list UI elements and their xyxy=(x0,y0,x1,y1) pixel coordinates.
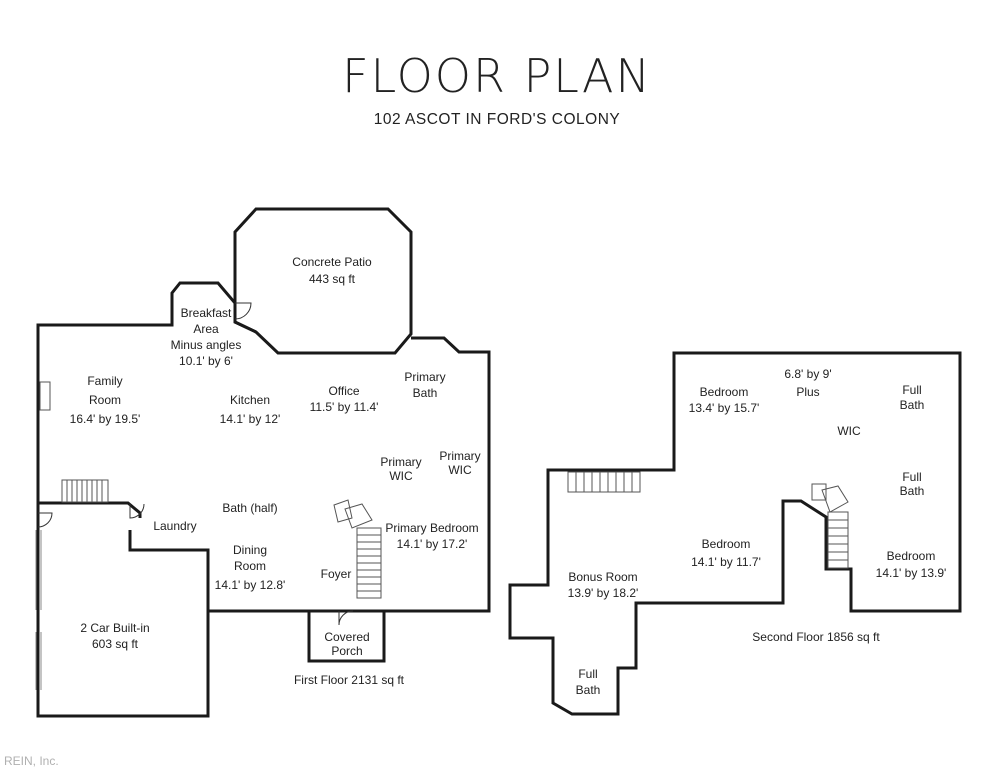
office-label: Office xyxy=(328,384,359,398)
fireplace-icon xyxy=(39,381,51,411)
first-floor-area-label: First Floor 2131 sq ft xyxy=(294,673,405,687)
first-floor-outline xyxy=(36,281,491,718)
foyer-stairs xyxy=(333,499,382,599)
family-room-label-1: Family xyxy=(87,374,122,388)
primary-bedroom-dimensions: 14.1' by 17.2' xyxy=(397,537,468,551)
bonus-room-dimensions: 13.9' by 18.2' xyxy=(568,586,639,600)
garage-area: 603 sq ft xyxy=(92,637,139,651)
family-room-label-2: Room xyxy=(89,393,121,407)
wic-dimensions: 6.8' by 9' xyxy=(784,367,831,381)
wic-plus-label: Plus xyxy=(796,385,819,399)
full-bath-1-label-1: Full xyxy=(902,383,921,397)
covered-porch-outline xyxy=(307,611,386,663)
page-title: FLOOR PLAN xyxy=(342,49,652,103)
breakfast-door-swing xyxy=(234,302,252,320)
primary-bath-label-2: Bath xyxy=(413,386,438,400)
family-room-dimensions: 16.4' by 19.5' xyxy=(70,412,141,426)
garage-door-swing xyxy=(37,512,53,528)
garage-windows xyxy=(35,530,42,690)
primary-wic-2-label-2: WIC xyxy=(448,463,472,477)
primary-wic-1-label-1: Primary xyxy=(380,455,421,469)
breakfast-label-1: Breakfast xyxy=(181,306,232,320)
primary-bath-label-1: Primary xyxy=(404,370,445,384)
full-bath-2-label-1: Full xyxy=(902,470,921,484)
full-bath-1-label-2: Bath xyxy=(900,398,925,412)
bedroom-1-label: Bedroom xyxy=(700,385,749,399)
patio-label: Concrete Patio xyxy=(292,255,372,269)
second-floor-stairs xyxy=(811,483,849,569)
watermark-text: REIN, Inc. xyxy=(4,754,59,768)
dining-room-label-2: Room xyxy=(234,559,266,573)
full-bath-3-label-1: Full xyxy=(578,667,597,681)
garage-label: 2 Car Built-in xyxy=(80,621,149,635)
dining-room-dimensions: 14.1' by 12.8' xyxy=(215,578,286,592)
laundry-label: Laundry xyxy=(153,519,196,533)
kitchen-label: Kitchen xyxy=(230,393,270,407)
bedroom-3-label: Bedroom xyxy=(887,549,936,563)
primary-wic-2-label-1: Primary xyxy=(439,449,480,463)
bedroom-3-dimensions: 14.1' by 13.9' xyxy=(876,566,947,580)
breakfast-label-2: Area xyxy=(193,322,219,336)
porch-door-swing xyxy=(338,610,354,626)
breakfast-label-3: Minus angles xyxy=(171,338,242,352)
bonus-room-stairs xyxy=(567,471,641,493)
bedroom-1-dimensions: 13.4' by 15.7' xyxy=(689,401,760,415)
full-bath-2-label-2: Bath xyxy=(900,484,925,498)
concrete-patio-outline xyxy=(233,207,413,355)
office-dimensions: 11.5' by 11.4' xyxy=(310,400,379,414)
wic-label: WIC xyxy=(837,424,861,438)
full-bath-3-label-2: Bath xyxy=(576,683,601,697)
dining-room-label-1: Dining xyxy=(233,543,267,557)
kitchen-dimensions: 14.1' by 12' xyxy=(220,412,281,426)
page-subtitle: 102 ASCOT IN FORD'S COLONY xyxy=(374,111,621,128)
bedroom-2-dimensions: 14.1' by 11.7' xyxy=(691,555,761,569)
bedroom-2-label: Bedroom xyxy=(702,537,751,551)
laundry-door-swing xyxy=(129,503,145,519)
laundry-partition-wall xyxy=(128,530,210,611)
bonus-room-label: Bonus Room xyxy=(568,570,637,584)
porch-label-2: Porch xyxy=(331,644,362,658)
second-floor-outline xyxy=(508,351,962,716)
garage-partition-wall xyxy=(38,501,142,518)
porch-label-1: Covered xyxy=(324,630,369,644)
foyer-label: Foyer xyxy=(321,567,352,581)
second-floor-area-label: Second Floor 1856 sq ft xyxy=(752,630,880,644)
breakfast-dimensions: 10.1' by 6' xyxy=(179,354,233,368)
half-bath-label: Bath (half) xyxy=(222,501,277,515)
primary-wic-1-label-2: WIC xyxy=(389,469,413,483)
family-room-stairs xyxy=(61,479,109,503)
patio-area: 443 sq ft xyxy=(309,272,356,286)
primary-bedroom-label: Primary Bedroom xyxy=(385,521,478,535)
